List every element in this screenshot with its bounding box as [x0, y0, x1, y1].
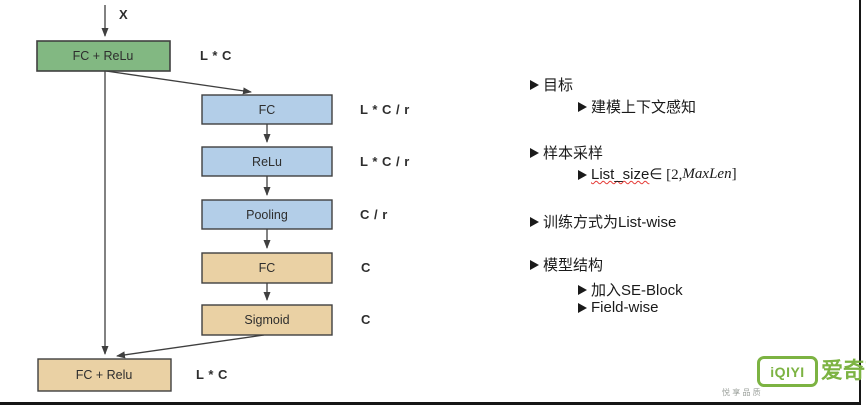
formula-math-var: MaxLen: [682, 166, 732, 182]
note-training-text: 训练方式为List-wise: [543, 214, 677, 231]
node-pooling: [201, 199, 333, 230]
frame-bottom-border: [0, 402, 861, 405]
note-context-text: 建模上下文感知: [591, 99, 697, 116]
note-context: 建模上下文感知: [578, 96, 696, 117]
iqiyi-logo-text: iQIYI: [770, 363, 805, 380]
dim-label-fc-reduce: L * C / r: [360, 102, 410, 117]
note-sampling-text: 样本采样: [543, 145, 604, 162]
node-sigmoid: [201, 304, 333, 336]
arrowhead-bullet-icon: [578, 101, 587, 112]
note-structure-text: 模型结构: [543, 257, 604, 274]
note-listsize-formula: List_size ∈ [2, MaxLen]: [578, 165, 737, 184]
brand-name: 爱奇艺: [821, 358, 866, 383]
node-relu-label: ReLu: [252, 155, 282, 169]
arrowhead-bullet-icon: [578, 284, 587, 295]
node-fc-expand-label: FC: [259, 261, 276, 275]
arrowhead-bullet-icon: [578, 169, 587, 180]
dim-label-relu: L * C / r: [360, 154, 410, 169]
arrowhead-bullet-icon: [530, 259, 539, 270]
note-goal-text: 目标: [543, 77, 574, 94]
dim-label-out: L * C: [196, 367, 228, 382]
note-fieldwise-text: Field-wise: [591, 299, 659, 316]
node-fc-relu-out: [37, 358, 172, 392]
node-fc-reduce: [201, 94, 333, 125]
note-seblock-text: 加入SE-Block: [591, 282, 683, 299]
note-seblock: 加入SE-Block: [578, 279, 683, 300]
node-fc-relu-out-label: FC + Relu: [76, 368, 133, 382]
note-sampling: 样本采样: [530, 142, 603, 163]
arrowhead-bullet-icon: [530, 216, 539, 227]
node-fc-expand: [201, 252, 333, 284]
arrowhead-bullet-icon: [578, 302, 587, 313]
brand-slogan: 悦 享 品 质: [722, 387, 850, 398]
dim-label-sigmoid: C: [361, 312, 371, 327]
dim-label-pooling: C / r: [360, 207, 388, 222]
note-fieldwise: Field-wise: [578, 299, 659, 316]
node-sigmoid-label: Sigmoid: [244, 313, 289, 327]
note-goal: 目标: [530, 74, 573, 95]
node-fc-reduce-label: FC: [259, 103, 276, 117]
dim-label-fc-expand: C: [361, 260, 371, 275]
formula-var: List_size: [591, 166, 650, 183]
input-x-label: X: [119, 7, 128, 22]
node-relu: [201, 146, 333, 177]
frame-right-border: [859, 0, 861, 404]
arrow-sigmoid-out: [116, 334, 265, 359]
formula-middle: ∈ [2,: [649, 167, 683, 183]
node-pooling-label: Pooling: [246, 208, 288, 222]
formula-end: ]: [731, 166, 737, 182]
node-fc-relu-top: [36, 40, 171, 72]
node-fc-relu-top-label: FC + ReLu: [73, 49, 134, 63]
slogan-text: 悦 享 品 质: [722, 388, 761, 397]
note-training: 训练方式为List-wise: [530, 211, 676, 232]
dim-label-top: L * C: [200, 48, 232, 63]
arrowhead-bullet-icon: [530, 147, 539, 158]
iqiyi-logo-icon: iQIYI: [757, 356, 818, 387]
arrow-to-fc: [105, 70, 252, 95]
note-structure: 模型结构: [530, 254, 603, 275]
se-block-diagram: X FC + ReLu L * C FC L * C / r ReLu L * …: [36, 5, 410, 392]
arrowhead-bullet-icon: [530, 79, 539, 90]
